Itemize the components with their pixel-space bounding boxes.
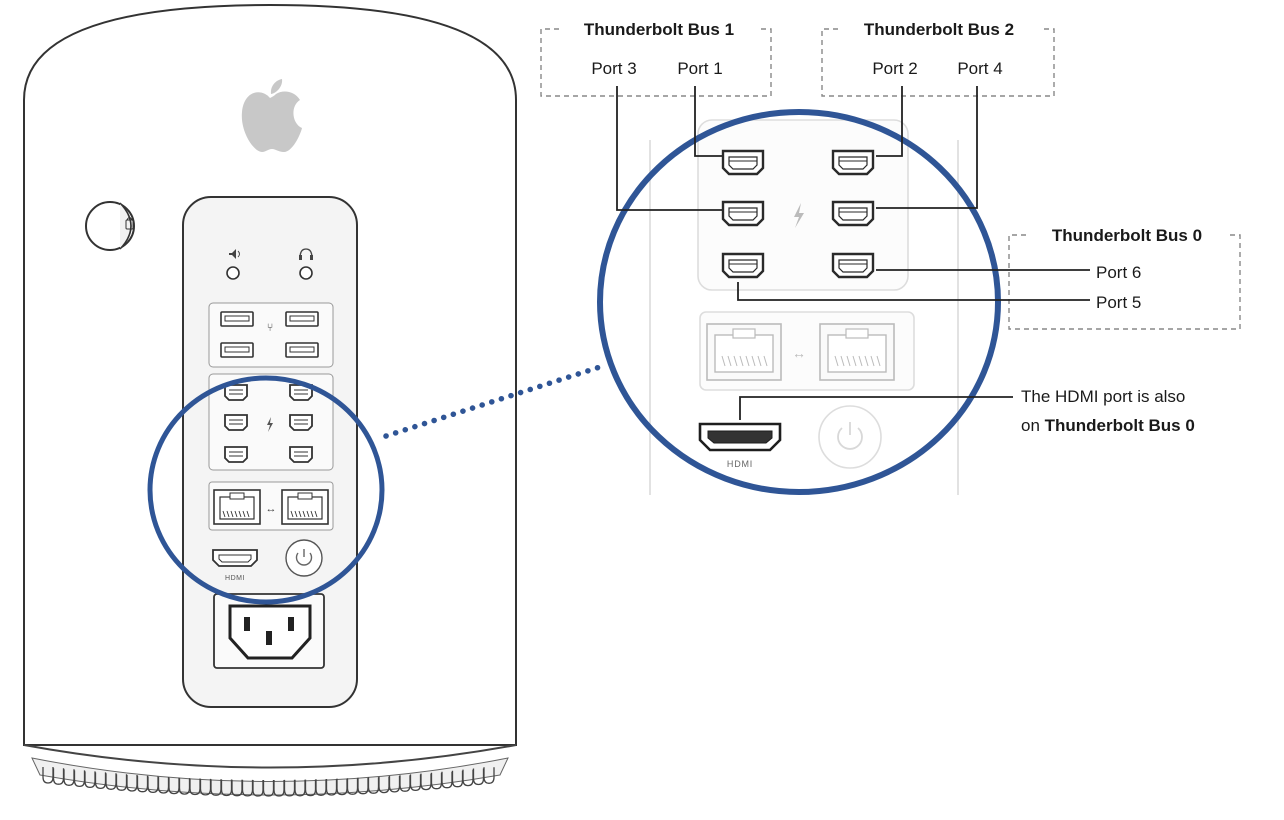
highlight-circle-small — [147, 375, 385, 605]
leader-port-3 — [616, 86, 722, 211]
leader-port-1 — [694, 86, 722, 157]
leader-lines — [616, 86, 1090, 420]
hdmi-port-large — [698, 422, 782, 452]
hdmi-note-prefix: on — [1021, 416, 1045, 435]
zoomed-port-view — [649, 115, 959, 495]
usb-icon: ⑂ — [267, 322, 274, 334]
port-6-label: Port 6 — [1096, 263, 1141, 282]
leader-hdmi — [739, 396, 1013, 420]
leader-port-5 — [737, 282, 1090, 301]
lock-icon — [85, 201, 135, 251]
ethernet-icon: ↔ — [266, 503, 277, 515]
hdmi-port — [212, 549, 258, 567]
leader-port-4 — [876, 86, 978, 209]
port-1-label: Port 1 — [677, 59, 722, 78]
audio-out-port — [226, 266, 240, 280]
ethernet-icon-large: ↔ — [792, 345, 806, 361]
thunderbolt-bus-1-box — [540, 28, 772, 97]
port-5-label: Port 5 — [1096, 293, 1141, 312]
leader-port-2 — [876, 86, 903, 157]
ac-power-inlet-icon — [213, 593, 325, 669]
headphones-icon — [299, 248, 313, 260]
port-2-label: Port 2 — [872, 59, 917, 78]
port-4-label: Port 4 — [957, 59, 1002, 78]
hdmi-label-large: HDMI — [727, 459, 753, 469]
ethernet-port-group — [208, 481, 334, 531]
hdmi-note-line-2: on Thunderbolt Bus 0 — [1021, 416, 1195, 435]
port-3-label: Port 3 — [591, 59, 636, 78]
hdmi-label-small: HDMI — [225, 575, 245, 582]
thunderbolt-bus-0-title: Thunderbolt Bus 0 — [1052, 226, 1202, 245]
usb-port-group — [208, 302, 334, 368]
thunderbolt-bus-1-title: Thunderbolt Bus 1 — [584, 20, 734, 39]
thunderbolt-bus-0-box — [1008, 234, 1241, 330]
power-button-large — [818, 405, 882, 469]
headphone-port — [299, 266, 313, 280]
power-button — [285, 539, 323, 577]
hdmi-note-line-1: The HDMI port is also — [1021, 387, 1185, 406]
hdmi-note-bus: Thunderbolt Bus 0 — [1045, 416, 1195, 435]
apple-logo-icon — [241, 79, 302, 152]
thunderbolt-bus-2-box — [821, 28, 1055, 97]
thunderbolt-icon — [267, 417, 273, 432]
thunderbolt-port-group — [208, 373, 334, 471]
thunderbolt-icon-large — [794, 203, 804, 228]
speaker-icon — [229, 249, 240, 259]
highlight-circle-large — [597, 109, 1001, 495]
zoom-connector — [383, 362, 609, 439]
thunderbolt-bus-2-title: Thunderbolt Bus 2 — [864, 20, 1014, 39]
